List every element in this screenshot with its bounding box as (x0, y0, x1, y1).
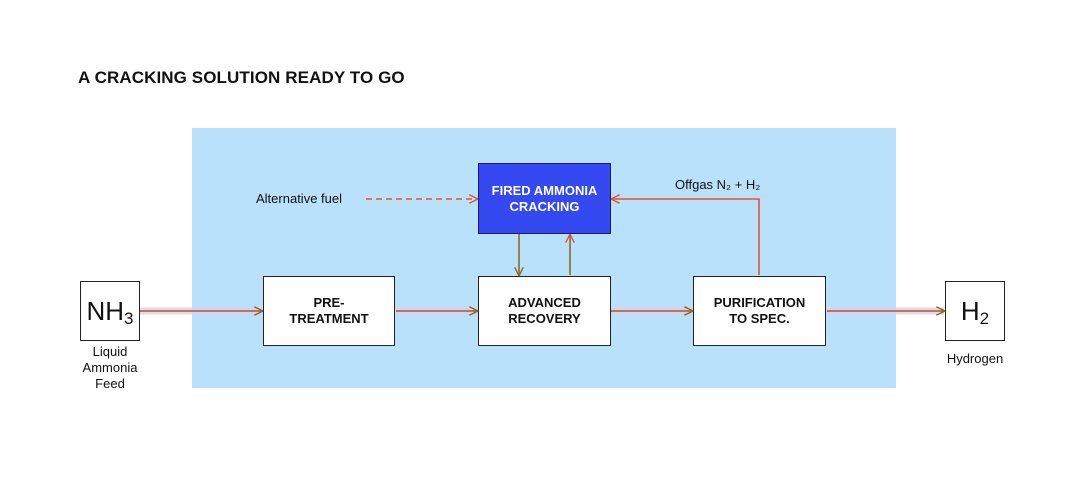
offgas-label: Offgas N₂ + H₂ (675, 177, 761, 192)
diagram-title: A CRACKING SOLUTION READY TO GO (78, 68, 405, 87)
fired-ammonia-cracking-box: FIRED AMMONIA CRACKING (478, 163, 611, 234)
hydrogen-formula: H (960, 295, 980, 326)
ammonia-formula: NH (86, 295, 125, 326)
hydrogen-caption: Hydrogen (946, 351, 1004, 366)
ammonia-formula-subscript: 3 (124, 309, 134, 328)
offgas-recycle-arrow (612, 199, 760, 275)
advanced-recovery-box: ADVANCED RECOVERY (478, 276, 611, 346)
alternative-fuel-label: Alternative fuel (256, 191, 342, 206)
pretreatment-box: PRE- TREATMENT (263, 276, 395, 346)
purification-box: PURIFICATION TO SPEC. (693, 276, 826, 346)
hydrogen-formula-subscript: 2 (979, 309, 990, 328)
ammonia-feed-caption: Liquid Ammonia Feed (82, 344, 138, 391)
